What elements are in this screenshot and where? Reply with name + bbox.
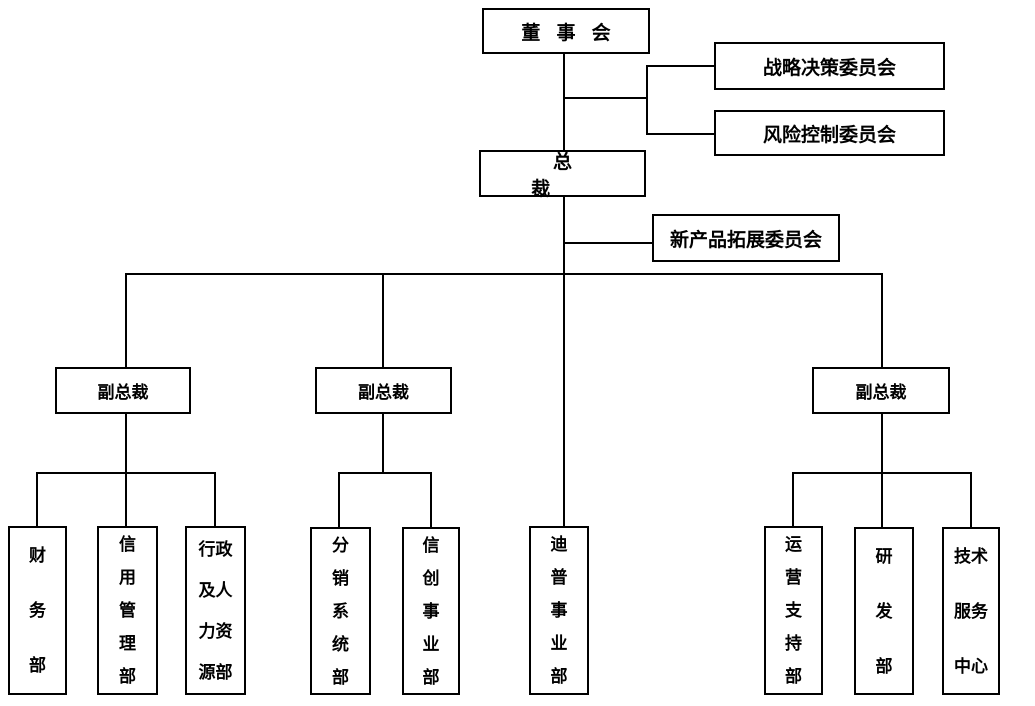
connector-sub-middle — [338, 472, 432, 474]
node-board: 董事会 — [482, 8, 650, 54]
node-dept-finance-label: 财 务 部 — [29, 546, 46, 675]
connector-vp2-up — [382, 273, 384, 367]
connector-president-down — [563, 197, 565, 527]
connector-risk-committee — [647, 133, 714, 135]
node-dept-finance: 财 务 部 — [8, 526, 67, 695]
node-dept-rnd-label: 研 发 部 — [875, 546, 893, 676]
connector-vp3-down — [881, 414, 883, 527]
connector-dept-distribution — [338, 472, 340, 527]
connector-main-distribution — [125, 273, 883, 275]
connector-sub-right — [792, 472, 972, 474]
node-president: 总裁 — [479, 150, 646, 200]
node-dept-ops-support-label: 运 营 支 持 部 — [785, 535, 802, 686]
connector-dept-xinchuang — [430, 472, 432, 527]
connector-dept-admin-hr — [214, 472, 216, 527]
node-new-product-committee-label: 新产品拓展委员会 — [669, 229, 822, 251]
node-dept-distribution-label: 分 销 系 统 部 — [332, 535, 349, 687]
node-dept-dipu-label: 迪 普 事 业 部 — [550, 535, 568, 686]
connector-newproduct-committee — [564, 242, 652, 244]
node-dept-admin-hr: 行政 及人 力资 源部 — [185, 526, 246, 695]
connector-dept-ops — [792, 472, 794, 527]
node-risk-committee-label: 风险控制委员会 — [762, 124, 896, 146]
node-dept-xinchuang: 信 创 事 业 部 — [402, 527, 460, 695]
node-vp2: 副总裁 — [315, 367, 452, 414]
node-vp2-label: 副总裁 — [358, 383, 409, 402]
connector-vp2-down — [382, 414, 384, 474]
node-vp3-label: 副总裁 — [855, 383, 907, 402]
node-strategy-committee: 战略决策委员会 — [714, 42, 945, 90]
node-board-label: 董事会 — [521, 22, 627, 44]
node-new-product-committee: 新产品拓展委员会 — [652, 214, 840, 262]
connector-board-president — [563, 54, 565, 151]
node-dept-ops-support: 运 营 支 持 部 — [764, 526, 823, 695]
node-dept-tech-service-label: 技术 服务 中心 — [954, 546, 988, 676]
node-vp1: 副总裁 — [55, 367, 191, 414]
node-dept-tech-service: 技术 服务 中心 — [942, 527, 1000, 695]
connector-strategy-committee — [647, 65, 714, 67]
connector-dept-tech-service — [970, 472, 972, 527]
node-dept-rnd: 研 发 部 — [854, 527, 914, 695]
connector-dept-finance — [36, 472, 38, 527]
connector-vp1-down — [125, 414, 127, 527]
node-dept-admin-hr-label: 行政 及人 力资 源部 — [198, 539, 233, 682]
node-president-label: 总裁 — [531, 151, 616, 200]
node-vp3: 副总裁 — [812, 367, 950, 414]
connector-committee-spine — [646, 65, 648, 135]
node-vp1-label: 副总裁 — [97, 383, 149, 402]
connector-vp1-up — [125, 273, 127, 367]
node-strategy-committee-label: 战略决策委员会 — [762, 57, 896, 79]
node-risk-committee: 风险控制委员会 — [714, 110, 945, 156]
node-dept-dipu: 迪 普 事 业 部 — [529, 526, 589, 695]
node-dept-xinchuang-label: 信 创 事 业 部 — [422, 535, 440, 687]
node-dept-distribution: 分 销 系 统 部 — [310, 527, 371, 695]
connector-sub-left — [36, 472, 216, 474]
connector-vp3-up — [881, 273, 883, 367]
node-dept-credit: 信 用 管 理 部 — [97, 526, 158, 695]
connector-committee-branch — [564, 97, 648, 99]
node-dept-credit-label: 信 用 管 理 部 — [119, 535, 136, 686]
